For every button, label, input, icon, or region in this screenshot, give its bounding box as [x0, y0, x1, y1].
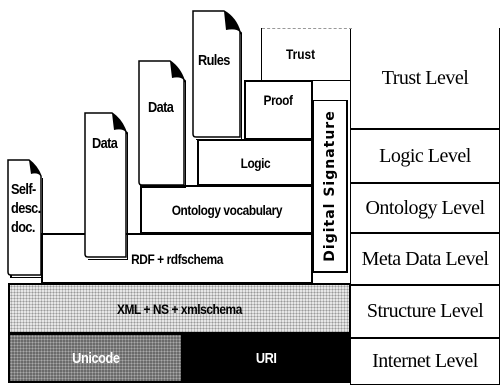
- data-doc-middle: Data: [138, 58, 186, 188]
- self-desc-line1: Self-: [11, 181, 36, 198]
- ontology-text: Ontology vocabulary: [171, 201, 282, 218]
- xml-layer: XML + NS + xmlschema: [8, 283, 351, 334]
- self-desc-line2: desc.: [11, 200, 41, 217]
- rules-text: Rules: [198, 52, 230, 69]
- structure-level-text: Structure Level: [366, 300, 484, 322]
- digital-signature-text: Digital Signature: [322, 110, 338, 262]
- logic-layer: Logic: [197, 139, 313, 186]
- trust-layer-divider: [262, 28, 352, 29]
- xml-text: XML + NS + xmlschema: [117, 300, 242, 317]
- meta-data-level-text: Meta Data Level: [361, 247, 489, 270]
- rules-doc: Rules: [192, 8, 242, 140]
- logic-text: Logic: [240, 154, 270, 171]
- internet-level-text: Internet Level: [372, 350, 478, 372]
- trust-text: Trust: [286, 46, 316, 62]
- structure-level-label: Structure Level: [350, 285, 500, 338]
- data-left-text: Data: [92, 135, 118, 152]
- trust-level-label: Trust Level: [350, 28, 500, 129]
- unicode-text: Unicode: [71, 349, 120, 367]
- rdf-text: RDF + rdfschema: [131, 250, 223, 267]
- ontology-layer: Ontology vocabulary: [140, 185, 313, 234]
- proof-layer: Proof: [244, 80, 313, 140]
- logic-level-text: Logic Level: [379, 144, 471, 167]
- data-middle-text: Data: [148, 99, 174, 116]
- internet-level-label: Internet Level: [350, 338, 500, 385]
- trust-layer: Trust: [261, 28, 350, 81]
- ontology-level-label: Ontology Level: [350, 183, 500, 233]
- trust-level-text: Trust Level: [381, 66, 469, 89]
- data-doc-left: Data: [84, 110, 128, 260]
- self-desc-doc: Self- desc. doc.: [7, 158, 43, 278]
- self-desc-line3: doc.: [11, 219, 35, 236]
- rdf-layer: RDF + rdfschema: [41, 233, 313, 284]
- uri-layer: URI: [181, 333, 351, 383]
- proof-text: Proof: [264, 92, 293, 108]
- ontology-level-text: Ontology Level: [365, 196, 485, 219]
- uri-text: URI: [255, 349, 277, 367]
- digital-signature-layer: Digital Signature: [312, 100, 348, 273]
- unicode-layer: Unicode: [8, 333, 181, 383]
- meta-data-level-label: Meta Data Level: [350, 233, 500, 285]
- logic-level-label: Logic Level: [350, 129, 500, 183]
